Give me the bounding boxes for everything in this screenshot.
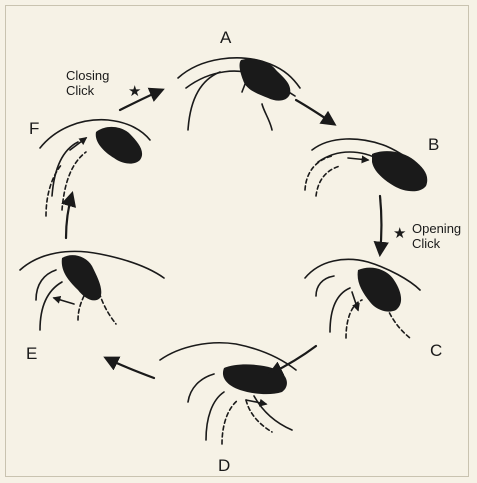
closing-click-label: Closing Click bbox=[66, 68, 109, 98]
stage-label-d: D bbox=[218, 457, 230, 474]
opening-click-star-icon: ★ bbox=[393, 226, 406, 241]
opening-click-line2: Click bbox=[412, 236, 461, 251]
arrow-b-to-c bbox=[380, 196, 382, 254]
arrow-a-to-b bbox=[296, 100, 334, 124]
stage-label-b: B bbox=[428, 136, 439, 153]
joint-stage-e bbox=[20, 251, 164, 330]
disc-f bbox=[96, 127, 142, 164]
arrow-c-to-d bbox=[270, 346, 316, 374]
disc-e bbox=[62, 255, 102, 300]
closing-click-star-icon: ★ bbox=[128, 84, 141, 99]
joint-stage-f bbox=[40, 120, 150, 216]
stage-label-c: C bbox=[430, 342, 442, 359]
arrow-e-to-f bbox=[66, 194, 72, 238]
joint-stage-c bbox=[305, 259, 420, 338]
joint-stage-b bbox=[305, 139, 427, 196]
joint-stage-d bbox=[160, 343, 296, 444]
disc-d bbox=[223, 364, 287, 394]
opening-click-label: Opening Click bbox=[412, 221, 461, 251]
closing-click-line1: Closing bbox=[66, 68, 109, 83]
disc-b bbox=[372, 151, 427, 191]
closing-click-line2: Click bbox=[66, 83, 109, 98]
arrow-d-to-e bbox=[106, 358, 154, 378]
opening-click-line1: Opening bbox=[412, 221, 461, 236]
joint-stage-a bbox=[178, 58, 300, 130]
stage-label-e: E bbox=[26, 345, 37, 362]
disc-a bbox=[240, 59, 291, 101]
disc-c bbox=[358, 268, 401, 312]
stage-label-a: A bbox=[220, 29, 231, 46]
stage-label-f: F bbox=[29, 120, 39, 137]
